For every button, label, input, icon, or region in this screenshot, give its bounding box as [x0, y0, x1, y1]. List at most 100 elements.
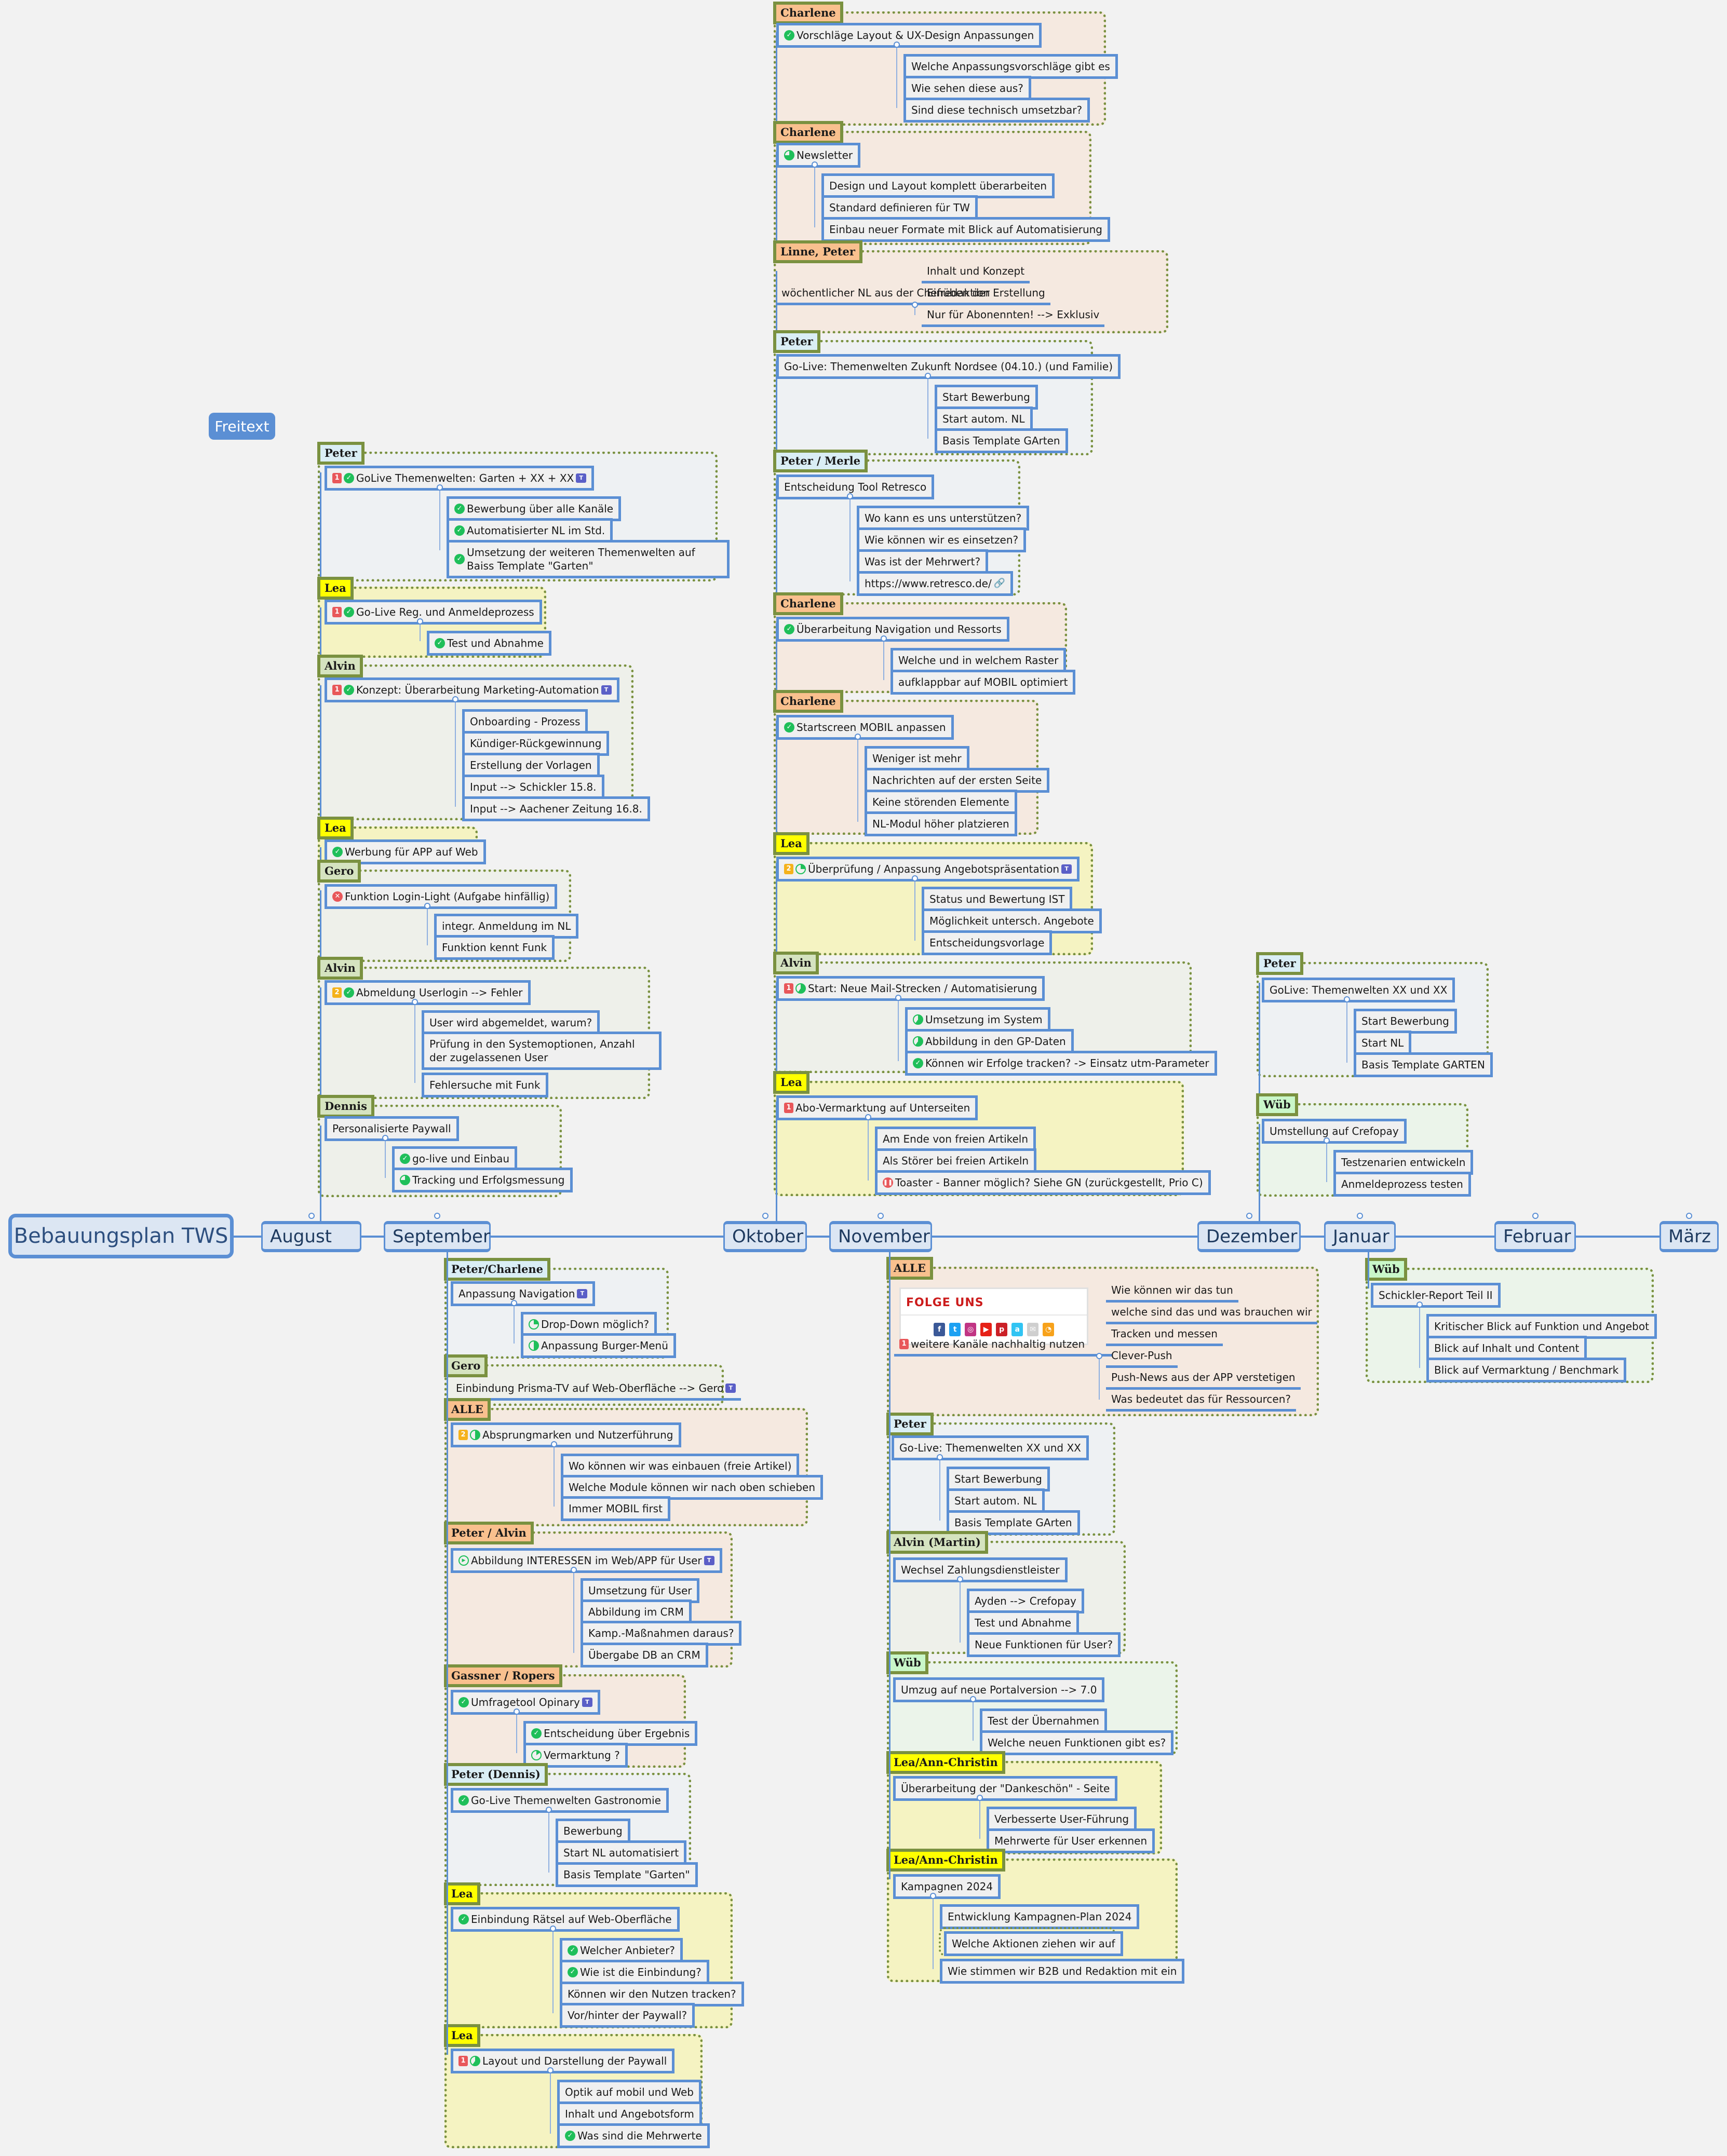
instagram-icon[interactable]: ◎ [965, 1323, 977, 1336]
task-main[interactable]: Überarbeitung der "Dankeschön" - Seite [893, 1776, 1118, 1801]
facebook-icon[interactable]: f [934, 1323, 946, 1336]
subtask[interactable]: Basis Template GARTEN [1354, 1052, 1493, 1077]
collapse-toggle[interactable] [912, 875, 918, 882]
subtask[interactable]: ✓Welcher Anbieter? [560, 1938, 683, 1963]
subtask[interactable]: Was ist der Mehrwert? [857, 549, 989, 574]
subtask[interactable]: Einüben der Erstellung [922, 283, 1050, 305]
task-main[interactable]: wöchentlicher NL aus der Chefredaktion [776, 283, 995, 305]
task-main[interactable]: Go-Live: Themenwelten Zukunft Nordsee (0… [776, 354, 1121, 379]
collapse-toggle[interactable] [382, 1135, 388, 1141]
subtask[interactable]: Basis Template "Garten" [556, 1862, 698, 1887]
collapse-toggle[interactable] [1416, 1301, 1423, 1308]
collapse-toggle[interactable] [1096, 1353, 1102, 1359]
rss-icon[interactable]: ◔ [1043, 1323, 1055, 1336]
subtask[interactable]: ✓Wie ist die Einbindung? [560, 1960, 709, 1985]
subtask[interactable]: Immer MOBIL first [561, 1496, 670, 1521]
collapse-toggle[interactable] [308, 1213, 315, 1219]
collapse-toggle[interactable] [970, 1696, 976, 1702]
subtask[interactable]: Blick auf Vermarktung / Benchmark [1426, 1358, 1627, 1382]
subtask[interactable]: ❚❚Toaster - Banner möglich? Siehe GN (zu… [875, 1170, 1211, 1195]
subtask[interactable]: Abbildung in den GP-Daten [905, 1029, 1074, 1054]
task-main[interactable]: ✓Startscreen MOBIL anpassen [776, 715, 954, 740]
subtask[interactable]: Basis Template GArten [935, 428, 1068, 453]
task-main[interactable]: Go-Live: Themenwelten XX und XX [892, 1435, 1089, 1460]
task-main[interactable]: Umzug auf neue Portalversion --> 7.0 [893, 1677, 1105, 1702]
collapse-toggle[interactable] [571, 1567, 577, 1573]
task-main[interactable]: GoLive: Themenwelten XX und XX [1262, 978, 1455, 1002]
subtask[interactable]: Verbesserte User-Führung [987, 1807, 1137, 1832]
collapse-toggle[interactable] [937, 1454, 943, 1460]
task-main[interactable]: ✕Funktion Login-Light (Aufgabe hinfällig… [325, 884, 558, 909]
task-main[interactable]: Personalisierte Paywall [325, 1116, 459, 1141]
task-main[interactable]: Wechsel Zahlungsdienstleister [893, 1557, 1068, 1582]
subtask[interactable]: Push-News aus der APP verstetigen [1106, 1367, 1301, 1390]
subtask[interactable]: Übergabe DB an CRM [581, 1643, 708, 1667]
subtask[interactable]: Welche Module können wir nach oben schie… [561, 1475, 824, 1500]
subtask[interactable]: Basis Template GArten [947, 1510, 1080, 1535]
month-august[interactable]: August [261, 1221, 361, 1252]
subtask[interactable]: ✓Test und Abnahme [427, 631, 551, 656]
youtube-icon[interactable]: ▶ [980, 1323, 992, 1336]
subtask[interactable]: Entscheidungsvorlage [922, 930, 1053, 955]
subtask[interactable]: Nachrichten auf der ersten Seite [865, 768, 1050, 793]
task-main[interactable]: ▶Abbildung INTERESSEN im Web/APP für Use… [451, 1548, 722, 1573]
subtask[interactable]: Kündiger-Rückgewinnung [462, 731, 610, 756]
task-main[interactable]: Entscheidung Tool Retresco [776, 474, 935, 499]
subtask[interactable]: Clever-Push [1106, 1346, 1178, 1368]
subtask[interactable]: Weniger ist mehr [865, 746, 969, 771]
collapse-toggle[interactable] [925, 373, 931, 379]
subtask[interactable]: Mehrwerte für User erkennen [987, 1828, 1155, 1853]
subtask[interactable]: Standard definieren für TW [821, 195, 978, 220]
subtask[interactable]: Inhalt und Angebotsform [557, 2101, 702, 2126]
collapse-toggle[interactable] [452, 696, 458, 702]
collapse-toggle[interactable] [855, 734, 861, 740]
subtask[interactable]: Input --> Aachener Zeitung 16.8. [462, 796, 650, 821]
subtask[interactable]: Abbildung im CRM [581, 1599, 692, 1624]
subtask[interactable]: ✓Können wir Erfolge tracken? -> Einsatz … [905, 1051, 1217, 1076]
task-main[interactable]: Schickler-Report Teil II [1371, 1283, 1501, 1308]
subtask[interactable]: Optik auf mobil und Web [557, 2080, 701, 2105]
collapse-toggle[interactable] [878, 1213, 884, 1219]
twitter-icon[interactable]: t [949, 1323, 961, 1336]
subtask[interactable]: Am Ende von freien Artikeln [875, 1127, 1036, 1151]
subtask[interactable]: Ayden --> Crefopay [967, 1589, 1084, 1613]
subtask[interactable]: Funktion kennt Funk [434, 935, 555, 960]
subtask[interactable]: Start Bewerbung [1354, 1009, 1457, 1034]
collapse-toggle[interactable] [894, 42, 900, 48]
collapse-toggle[interactable] [957, 1576, 963, 1582]
subtask[interactable]: Können wir den Nutzen tracken? [560, 1982, 744, 2006]
collapse-toggle[interactable] [865, 1114, 871, 1120]
subtask[interactable]: Testzenarien entwickeln [1333, 1150, 1474, 1175]
task-main[interactable]: ✓Einbindung Rätsel auf Web-Oberfläche [451, 1907, 680, 1932]
collapse-toggle[interactable] [511, 1300, 517, 1306]
subtask[interactable]: Test und Abnahme [967, 1610, 1079, 1635]
subtask[interactable]: Input --> Schickler 15.8. [462, 775, 604, 799]
subtask[interactable]: Onboarding - Prozess [462, 709, 588, 734]
subtask[interactable]: Tracken und messen [1106, 1324, 1223, 1346]
mail-icon[interactable]: ✉ [1027, 1323, 1039, 1336]
month-oktober[interactable]: Oktober [723, 1221, 807, 1252]
subtask[interactable]: Welche und in welchem Raster [891, 648, 1067, 673]
collapse-toggle[interactable] [546, 1807, 552, 1813]
subtask[interactable]: Welche Anpassungsvorschläge gibt es [903, 54, 1118, 79]
month-februar[interactable]: Februar [1494, 1221, 1576, 1252]
collapse-toggle[interactable] [895, 995, 901, 1001]
subtask[interactable]: Start Bewerbung [935, 385, 1038, 410]
month-märz[interactable]: März [1659, 1221, 1719, 1252]
task-main[interactable]: 1✓Konzept: Überarbeitung Marketing-Autom… [325, 677, 619, 702]
subtask[interactable]: Anpassung Burger-Menü [521, 1333, 676, 1358]
task-main[interactable]: ✓Go-Live Themenwelten Gastronomie [451, 1788, 669, 1813]
task-main[interactable]: Newsletter [776, 143, 861, 168]
subtask[interactable]: ✓Umsetzung der weiteren Themenwelten auf… [447, 540, 730, 578]
subtask[interactable]: https://www.retresco.de/🔗 [857, 571, 1014, 596]
collapse-toggle[interactable] [424, 903, 430, 909]
task-main[interactable]: ✓Vorschläge Layout & UX-Design Anpassung… [776, 23, 1042, 48]
subtask[interactable]: Wie stimmen wir B2B und Redaktion mit ei… [940, 1959, 1185, 1984]
collapse-toggle[interactable] [434, 1213, 440, 1219]
subtask[interactable]: Einbau neuer Formate mit Blick auf Autom… [821, 217, 1110, 242]
subtask[interactable]: Wie können wir das tun [1106, 1280, 1238, 1303]
